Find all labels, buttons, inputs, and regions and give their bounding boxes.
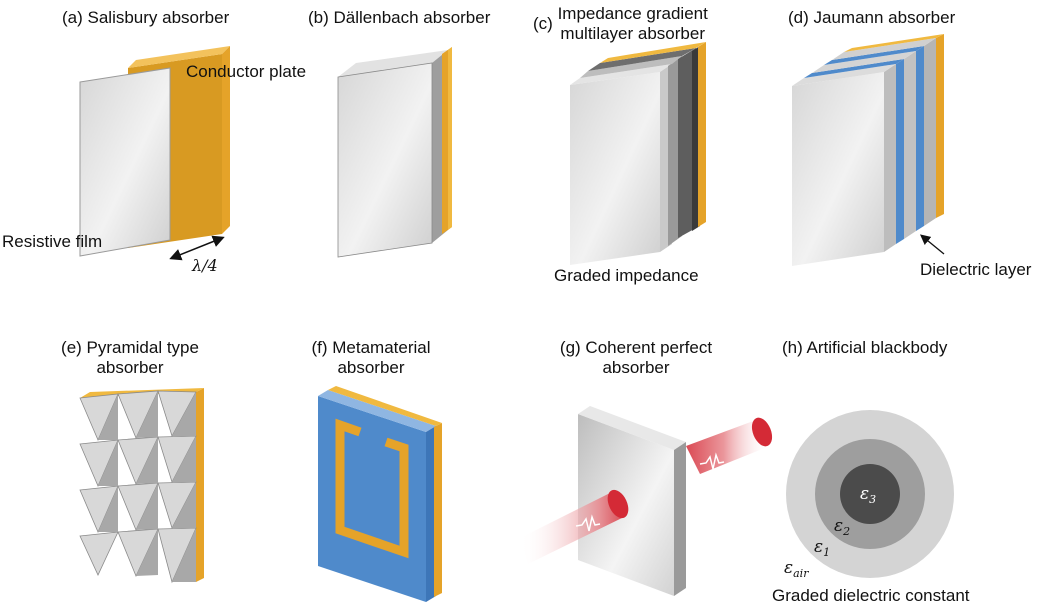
panel-b-title: (b) Dällenbach absorber: [308, 8, 491, 27]
panel-e-title: (e) Pyramidal type absorber: [50, 338, 210, 378]
panel-a-salisbury: [79, 46, 230, 261]
panel-e-pyramidal: [79, 388, 204, 584]
panel-c-title-line2: multilayer absorber: [560, 24, 705, 43]
panel-e-title-line2: absorber: [96, 358, 164, 377]
panel-d-jaumann: [792, 34, 945, 266]
quarter-wavelength-arrow: [169, 235, 225, 261]
panel-f-metamaterial: [318, 386, 442, 602]
dielectric-layer-arrow: [919, 234, 945, 255]
panel-g-title: (g) Coherent perfect absorber: [546, 338, 726, 378]
panel-c-prefix: (c): [533, 14, 553, 33]
panel-h-title: (h) Artificial blackbody: [782, 338, 948, 357]
graded-dielectric-label: Graded dielectric constant: [772, 586, 970, 605]
conductor-plate-label: Conductor plate: [186, 62, 307, 81]
eps3-label: ε3: [860, 484, 877, 506]
resistive-film-label: Resistive film: [2, 232, 103, 251]
panel-c-title: (c) Impedance gradient multilayer absorb…: [533, 4, 708, 44]
panel-f-title: (f) Metamaterial absorber: [296, 338, 446, 378]
quarter-wavelength-label: λ/4: [192, 256, 218, 275]
panel-d-title: (d) Jaumann absorber: [788, 8, 956, 27]
panel-g-title-line1: (g) Coherent perfect: [559, 338, 713, 357]
panel-b-dallenbach: [337, 47, 452, 258]
panel-e-title-line1: (e) Pyramidal type: [61, 338, 199, 357]
panel-c-multilayer: [570, 42, 706, 265]
panel-g-coherent: [520, 406, 773, 596]
dielectric-layer-label: Dielectric layer: [920, 260, 1032, 279]
panel-g-title-line2: absorber: [602, 358, 670, 377]
resistive-film: [79, 67, 171, 257]
core-eps3: [840, 464, 900, 524]
left-beam: [520, 489, 629, 564]
panel-h-blackbody: [786, 410, 954, 578]
eps2-label: ε2: [834, 516, 851, 538]
eps-air-label: εair: [784, 558, 809, 580]
panel-a-title: (a) Salisbury absorber: [62, 8, 230, 27]
graded-impedance-label: Graded impedance: [554, 266, 699, 285]
panel-f-title-line1: (f) Metamaterial: [311, 338, 431, 357]
panel-f-title-line2: absorber: [337, 358, 405, 377]
panel-c-title-line1: Impedance gradient: [557, 4, 708, 23]
split-ring-resonator: [335, 418, 409, 559]
right-beam: [686, 417, 773, 474]
eps1-label: ε1: [814, 537, 831, 559]
